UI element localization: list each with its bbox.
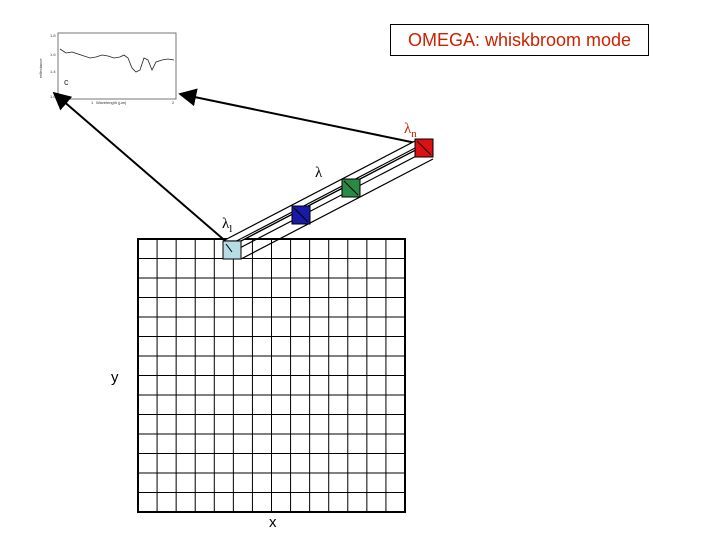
spectrum-curve (59, 48, 175, 73)
pixel-diagonal (416, 140, 432, 156)
inset-x-tick: 2 (172, 100, 175, 105)
inset-plot-frame (57, 32, 177, 100)
spectral-column-edge (231, 151, 425, 253)
spectral-column (222, 138, 434, 260)
axis-label-y: y (111, 369, 119, 386)
spectral-column-edge (240, 158, 434, 260)
inset-spectrum-plot: 1.8 1.6 1.4 1.0 reflectance 1 2 Waveleng… (38, 32, 177, 105)
label-lambda-1: λl (222, 216, 232, 235)
pixel-lambda-1 (222, 240, 242, 260)
spectral-column-body (222, 140, 434, 242)
spectral-column-edge (240, 140, 434, 242)
inset-y-label: reflectance (38, 58, 43, 78)
pixel-diagonal (225, 243, 233, 253)
inset-x-tick: 1 (91, 100, 94, 105)
inset-y-tick: 1.8 (50, 33, 56, 38)
label-lambda-n: λn (404, 121, 417, 140)
arrow-from-last-pixel (178, 88, 417, 144)
spectral-column-edge (224, 146, 418, 248)
title-box: OMEGA: whiskbroom mode (390, 24, 649, 56)
pixel-diagonal (343, 180, 359, 196)
label-lambda-mid: λ (315, 165, 323, 181)
inset-y-tick: 1.6 (50, 52, 56, 57)
axis-label-x: x (269, 514, 277, 531)
arrow-from-first-pixel (52, 91, 231, 246)
image-pixel-grid (137, 238, 406, 513)
inset-y-tick: 1.4 (50, 69, 56, 74)
inset-panel-letter: c (64, 77, 69, 87)
pixel-diagonal (293, 207, 309, 223)
inset-x-label: Wavelength (μm) (96, 100, 127, 105)
diagram-title: OMEGA: whiskbroom mode (407, 30, 632, 50)
